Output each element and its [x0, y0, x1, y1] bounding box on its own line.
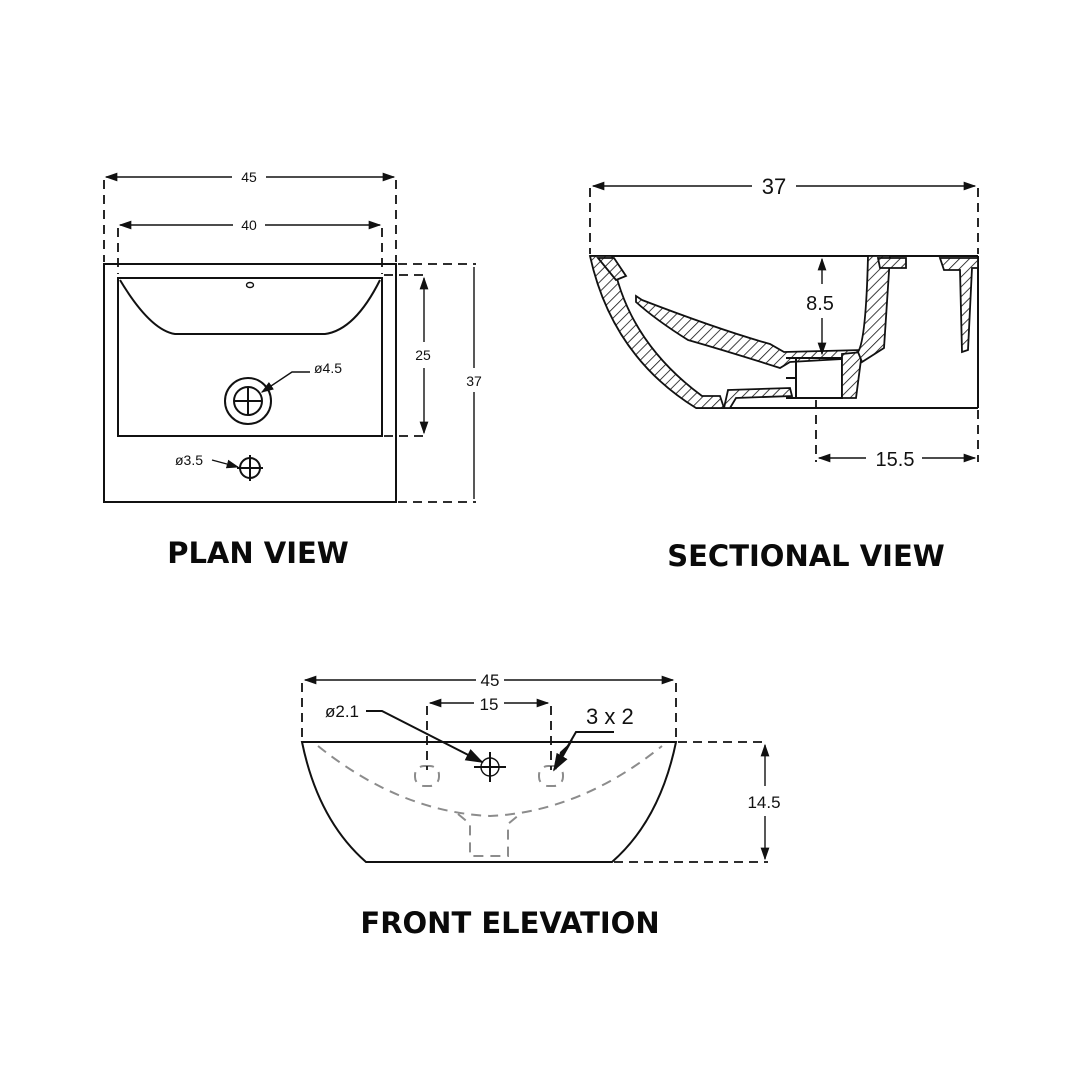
front-dim-height: 14.5 [747, 793, 780, 812]
section-front-lip [596, 257, 628, 282]
front-body-outline [300, 741, 678, 863]
section-bowl-floor [635, 294, 870, 369]
front-hidden-bowl [317, 745, 663, 818]
front-tap-leader [366, 710, 484, 763]
front-tap-label: ø2.1 [325, 702, 359, 721]
sectional-view-title: SECTIONAL VIEW [667, 539, 945, 573]
plan-drain-label: ø4.5 [314, 360, 342, 376]
section-dim-rear-offset: 15.5 [876, 449, 915, 471]
plan-tap-leader [211, 459, 240, 469]
section-front-wall [588, 255, 726, 409]
plan-tap-label: ø3.5 [175, 452, 203, 468]
section-dim-bowl-height: 8.5 [806, 293, 834, 315]
plan-dim-bowl-depth: 25 [415, 347, 431, 363]
plan-overflow-hole [245, 281, 255, 289]
plan-dim-overall-width: 45 [241, 169, 257, 185]
section-back-wall [856, 255, 891, 364]
plan-drain-outer [224, 377, 272, 425]
plan-outline [103, 263, 397, 503]
section-bottom-foot [722, 387, 794, 409]
section-back-lip [876, 257, 907, 269]
plan-dim-inner-width: 40 [241, 217, 257, 233]
plan-view: 45 40 25 37 ø4.5 ø3.5 PLAN VIEW [103, 169, 482, 570]
front-dim-overflow-spacing: 15 [480, 695, 499, 714]
front-slot-leader-head [556, 740, 573, 770]
front-hidden-drain [457, 813, 521, 857]
plan-view-title: PLAN VIEW [167, 536, 349, 570]
plan-bowl-outline [117, 277, 383, 437]
section-dim-overall-depth: 37 [762, 174, 786, 199]
plan-drain-leader [260, 371, 310, 393]
section-rear-wall [938, 257, 979, 354]
front-slot-label: 3 x 2 [586, 704, 634, 729]
front-dim-overall-width: 45 [481, 671, 500, 690]
plan-dim-overall-depth: 37 [466, 373, 482, 389]
sectional-view: 37 8.5 15.5 SECTIONAL VIEW [588, 174, 979, 573]
plan-bowl-back-curve [119, 279, 381, 335]
section-drain-wall [841, 350, 864, 399]
front-elevation: 45 15 14.5 ø2.1 3 x 2 FRONT ELEVATION [300, 671, 781, 940]
front-elevation-title: FRONT ELEVATION [360, 906, 659, 940]
